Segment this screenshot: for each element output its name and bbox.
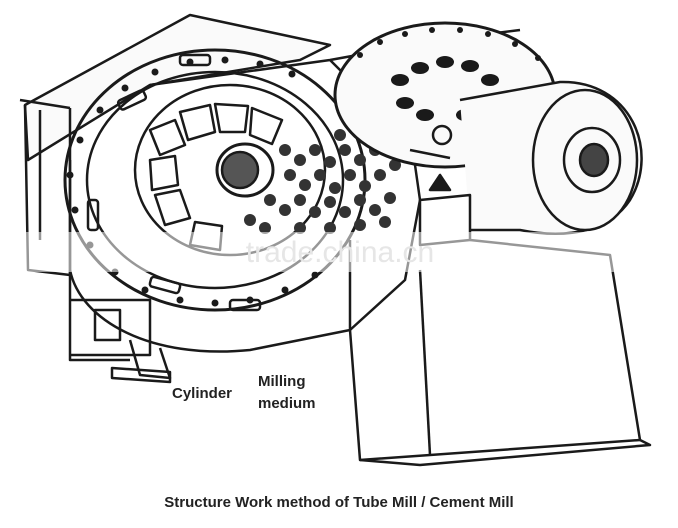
label-cylinder: Cylinder	[172, 385, 232, 402]
watermark-band	[0, 232, 678, 272]
discharge-trunnion	[459, 80, 643, 235]
label-milling-medium-line2: medium	[258, 395, 316, 412]
milling-medium-balls	[244, 124, 401, 234]
feed-opening	[215, 142, 275, 198]
left-support-foot	[70, 298, 172, 384]
watermark-text: trade.china.cn	[246, 236, 434, 269]
figure-caption: Structure Work method of Tube Mill / Cem…	[164, 494, 514, 511]
label-milling-medium-line1: Milling	[258, 373, 306, 390]
